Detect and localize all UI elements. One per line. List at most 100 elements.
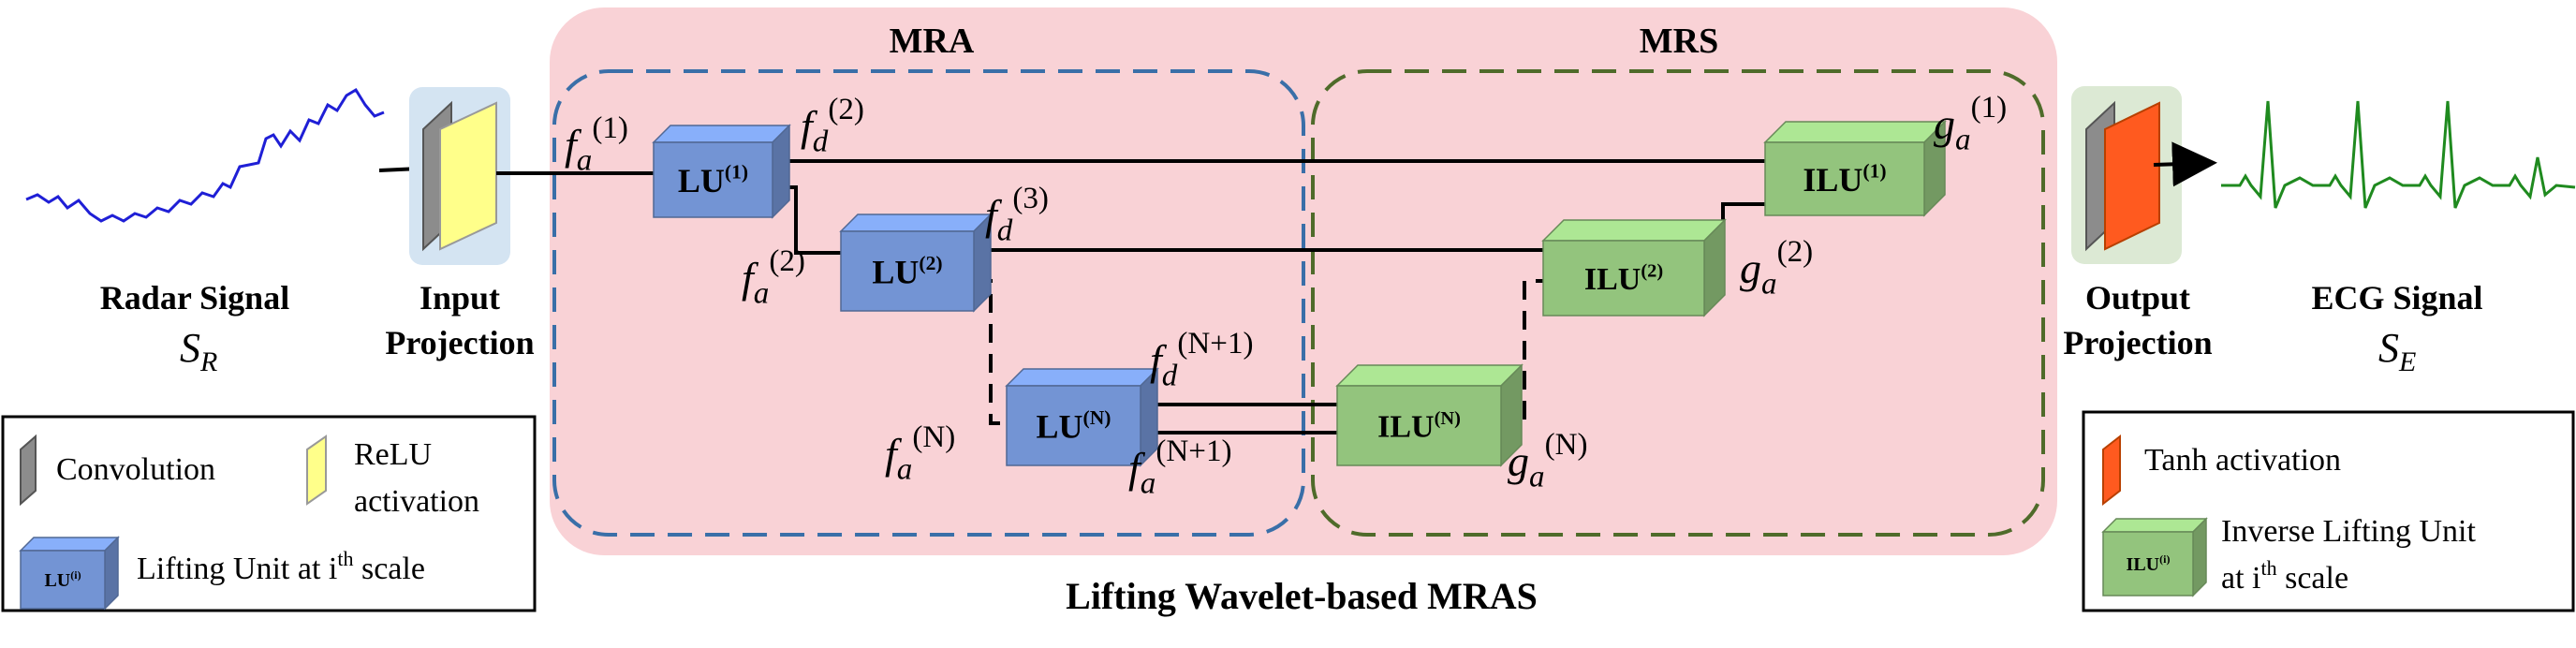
- signal-fd2-sub: d: [813, 125, 829, 159]
- ilu-block-1: ILU(1): [1763, 120, 1947, 217]
- lu-block-2-label: LU(2): [872, 252, 942, 290]
- signal-gaN-base: g: [1508, 437, 1529, 485]
- legend-tanh-text: Tanh activation: [2144, 443, 2341, 478]
- signal-ga1-sub: a: [1955, 123, 1971, 157]
- signal-faN1: fa(N+1): [1128, 434, 1232, 501]
- legend-ilu-cube: ILU(i): [2101, 517, 2208, 597]
- lu-block-2: LU(2): [839, 213, 993, 313]
- signal-gaN-sup: (N): [1545, 427, 1588, 462]
- radar-signal-symbol: SR: [180, 325, 217, 377]
- input-projection-line2: Projection: [385, 324, 534, 361]
- legend-lifting-sup: th: [337, 547, 353, 570]
- signal-ga2: ga(2): [1740, 234, 1813, 302]
- lu-block-1: LU(1): [652, 124, 791, 219]
- output-projection-line2: Projection: [2063, 324, 2212, 361]
- legend-lifting-text: Lifting Unit at ith scale: [137, 547, 425, 586]
- legend-right: Tanh activation ILU(i) Inverse Lifting U…: [2082, 410, 2575, 612]
- ilu-block-2-label: ILU(2): [1584, 261, 1663, 298]
- output-arrow: [2153, 141, 2217, 187]
- signal-faN1-sub: a: [1141, 466, 1156, 501]
- legend-inverse-line2: at ith scale: [2221, 556, 2348, 596]
- ilu-block-n-base: ILU: [1377, 410, 1434, 445]
- lu-block-2-base: LU: [872, 253, 919, 290]
- signal-fdN1: fd(N+1): [1150, 326, 1254, 393]
- signal-fd2-sup: (2): [828, 92, 864, 126]
- ecg-signal-subscript: E: [2398, 346, 2416, 377]
- legend-convolution-text: Convolution: [56, 452, 215, 487]
- signal-fa2-sup: (2): [769, 243, 805, 278]
- output-projection-line1: Output: [2085, 279, 2190, 317]
- ilu-block-1-superscript: (1): [1862, 160, 1886, 183]
- signal-gaN-sub: a: [1529, 460, 1545, 494]
- signal-fa1-sup: (1): [592, 110, 628, 145]
- lifting-blocks: LU(1)LU(2)LU(N)ILU(1)ILU(2)ILU(N): [652, 120, 1947, 467]
- legend-tanh-icon: [2102, 434, 2121, 507]
- ilu-block-1-label: ILU(1): [1803, 160, 1886, 199]
- lu-block-n-base: LU: [1037, 407, 1083, 445]
- ecg-signal-symbol: SE: [2378, 325, 2416, 377]
- legend-inverse-sup: th: [2260, 556, 2276, 580]
- mrs-label: MRS: [1640, 22, 1718, 61]
- ecg-waveform: [2221, 100, 2576, 209]
- legend-ilu-cube-label: ILU(i): [2127, 552, 2171, 575]
- legend-lu-cube: LU(i): [19, 536, 120, 611]
- signal-fdN1-sub: d: [1162, 359, 1178, 393]
- signal-labels: fa(1)fd(2)fa(2)fd(3)fa(N)fd(N+1)fa(N+1)g…: [565, 90, 2007, 501]
- lu-block-n-label: LU(N): [1037, 406, 1111, 445]
- ilu-block-2: ILU(2): [1541, 218, 1727, 317]
- legend-relu-icon: [306, 434, 327, 506]
- legend-left: Convolution ReLU activation LU(i) Liftin…: [1, 415, 537, 612]
- legend-relu-line2: activation: [354, 484, 479, 519]
- mra-region: [552, 69, 1305, 537]
- input-relu-layer: [439, 101, 497, 251]
- legend-lu-icon: LU(i): [19, 536, 120, 611]
- radar-signal-subscript: R: [199, 346, 217, 377]
- signal-faN-sup: (N): [912, 420, 955, 454]
- legend-lifting-tail: scale: [353, 552, 424, 586]
- legend-convolution-icon: [20, 434, 37, 507]
- ecg-signal-label: ECG Signal: [2311, 279, 2482, 317]
- signal-faN1-sup: (N+1): [1156, 434, 1231, 468]
- signal-ga2-sup: (2): [1777, 234, 1814, 269]
- mras-title: Lifting Wavelet-based MRAS: [1066, 575, 1538, 617]
- signal-ga2-sub: a: [1761, 267, 1777, 302]
- ilu-block-1-base: ILU: [1803, 161, 1862, 199]
- output-tanh-layer: [2104, 101, 2160, 251]
- signal-ga1: ga(1): [1934, 90, 2007, 157]
- ilu-block-2-base: ILU: [1584, 262, 1641, 297]
- signal-ga1-sup: (1): [1971, 90, 2008, 125]
- legend-inverse-line1: Inverse Lifting Unit: [2221, 514, 2476, 549]
- legend-ilu-icon: ILU(i): [2101, 517, 2208, 597]
- legend-inverse-tail: scale: [2277, 561, 2348, 596]
- radar-waveform: [25, 87, 385, 223]
- legend-lu-cube-superscript: (i): [70, 568, 81, 582]
- signal-gaN: ga(N): [1508, 427, 1588, 494]
- lu-block-2-superscript: (2): [919, 252, 942, 274]
- lu-block-1-label: LU(1): [678, 161, 748, 199]
- signal-fd3-sub: d: [997, 214, 1013, 248]
- signal-ga1-base: g: [1934, 100, 1955, 148]
- ilu-block-n: ILU(N): [1335, 363, 1524, 467]
- signal-fa1-sub: a: [577, 143, 593, 178]
- lu-block-n: LU(N): [1005, 367, 1159, 467]
- lu-block-1-superscript: (1): [725, 161, 748, 184]
- lu-block-1-base: LU: [678, 162, 725, 199]
- signal-fa2-sub: a: [754, 276, 770, 311]
- legend-relu-line1: ReLU: [354, 437, 432, 472]
- legend-lu-cube-label: LU(i): [44, 568, 81, 591]
- legend-ilu-cube-base: ILU: [2127, 554, 2160, 575]
- radar-signal-label: Radar Signal: [100, 279, 289, 317]
- legend-ilu-cube-superscript: (i): [2159, 552, 2170, 566]
- signal-faN: fa(N): [885, 420, 955, 487]
- lu-block-n-superscript: (N): [1083, 406, 1111, 429]
- ilu-block-n-superscript: (N): [1435, 408, 1461, 429]
- ilu-block-n-label: ILU(N): [1377, 408, 1461, 445]
- mrs-region: [1311, 69, 2045, 537]
- mra-label: MRA: [890, 22, 975, 61]
- signal-fdN1-sup: (N+1): [1177, 326, 1253, 361]
- input-projection-line1: Input: [420, 279, 500, 317]
- signal-fa1: fa(1): [565, 110, 628, 178]
- ilu-block-2-superscript: (2): [1641, 261, 1663, 282]
- signal-faN-sub: a: [897, 452, 913, 487]
